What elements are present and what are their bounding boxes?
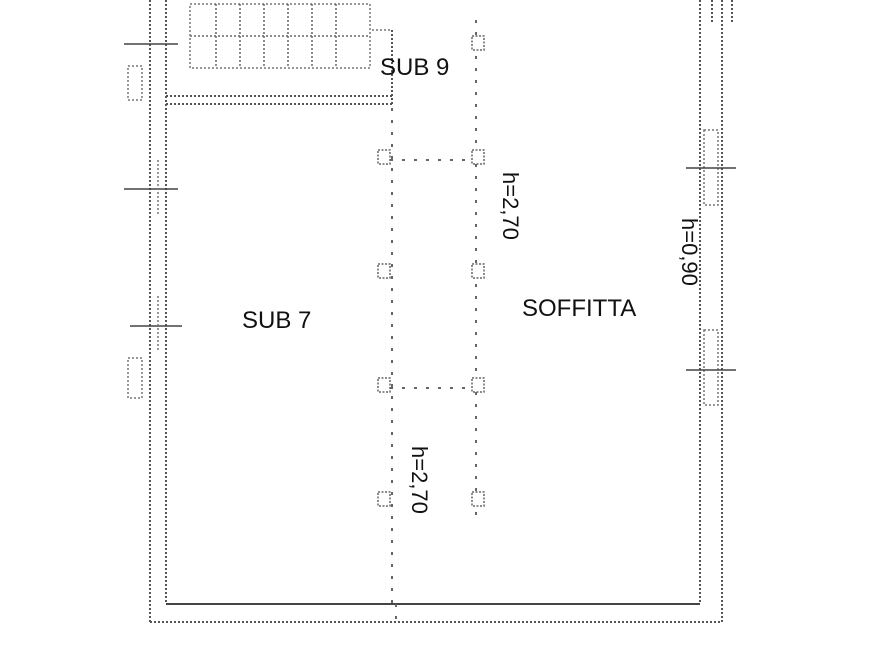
- label-height-lower: h=2,70: [407, 446, 432, 514]
- left-window-upper: [127, 65, 143, 101]
- label-sub7: SUB 7: [242, 307, 311, 334]
- column-r1-a: [377, 149, 391, 165]
- left-window-lower: [127, 357, 143, 399]
- columns: [377, 35, 485, 507]
- column-r4-b: [471, 491, 485, 507]
- column-top: [471, 35, 485, 51]
- label-soffitta: SOFFITTA: [522, 295, 636, 322]
- left-wall-details: [124, 43, 182, 399]
- label-sub9: SUB 9: [380, 54, 449, 81]
- column-r1-b: [471, 149, 485, 165]
- label-height-upper: h=2,70: [498, 172, 523, 240]
- outer-walls: [149, 0, 733, 623]
- internal-beams: [378, 20, 486, 625]
- column-r2-a: [377, 263, 391, 279]
- staircase: [166, 3, 393, 105]
- right-wall-details: [686, 129, 736, 406]
- label-height-right: h=0,90: [677, 218, 702, 286]
- right-opening-lower: [703, 329, 719, 406]
- column-r2-b: [471, 263, 485, 279]
- column-r3-a: [377, 377, 391, 393]
- labels: SUB 9 SUB 7 SOFFITTA h=2,70 h=2,70 h=0,9…: [242, 54, 702, 514]
- column-r4-a: [377, 491, 391, 507]
- column-r3-b: [471, 377, 485, 393]
